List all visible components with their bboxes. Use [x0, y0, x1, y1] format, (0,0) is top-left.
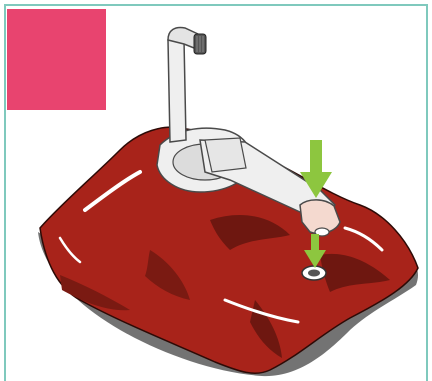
connector-knob-icon — [194, 34, 206, 54]
bag-port-hole — [308, 270, 320, 277]
arm-joint — [205, 138, 246, 172]
arm-post — [168, 40, 186, 142]
